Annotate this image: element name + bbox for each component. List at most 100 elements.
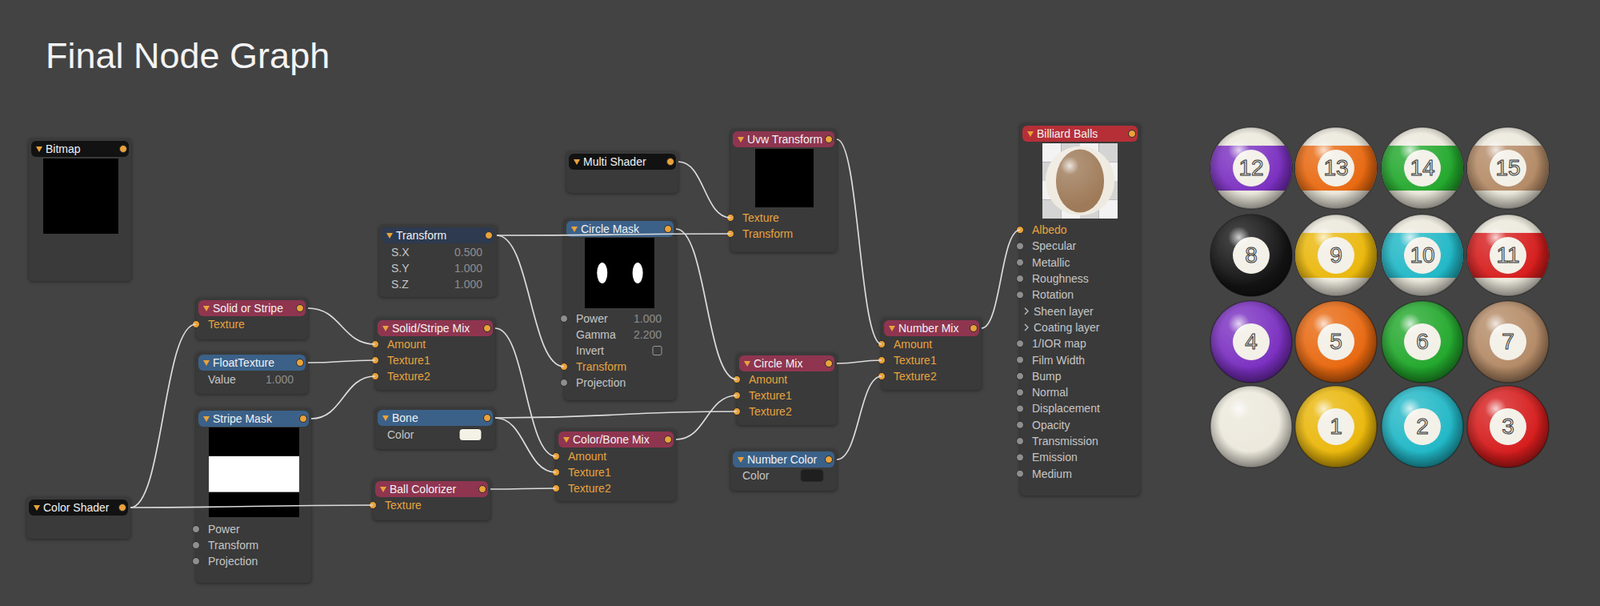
- billiard-ball: [1381, 214, 1464, 296]
- ball-number: 13: [1312, 153, 1360, 183]
- output-socket: [825, 456, 833, 464]
- input-socket: [192, 541, 200, 549]
- node-title: Bitmap: [45, 140, 81, 157]
- node-header-bar: [566, 220, 674, 237]
- ball-highlight: [1210, 300, 1292, 383]
- node-title: Transform: [396, 227, 447, 244]
- wire: [836, 360, 882, 364]
- ball-number: 10: [1398, 240, 1447, 270]
- port-label: Sheen layer: [1033, 304, 1094, 319]
- collapse-triangle: [888, 325, 896, 332]
- preview-background: [584, 237, 655, 308]
- preview-image: [755, 148, 814, 208]
- input-socket: [372, 356, 380, 364]
- ball-body: [1295, 300, 1377, 383]
- shader-node: Ball ColorizerTexture: [372, 478, 491, 520]
- node-header-bar: [198, 354, 306, 371]
- shader-node: Billiard BallsAlbedoSpecularMetallicRoug…: [1020, 123, 1140, 496]
- node-title: Multi Shader: [583, 153, 647, 170]
- ball-number: 7: [1484, 327, 1532, 356]
- port-label: Roughness: [1032, 271, 1089, 286]
- param-value: 1.000: [454, 260, 483, 276]
- port-label: Rotation: [1032, 287, 1074, 302]
- ball-body: [1210, 385, 1292, 468]
- collapse-triangle: [33, 504, 40, 511]
- preview-background: [208, 427, 300, 517]
- node-header-bar: [377, 320, 493, 336]
- billiard-ball: [1295, 300, 1377, 383]
- wire: [311, 376, 376, 419]
- color-swatch: [459, 428, 482, 441]
- port-label: Coating layer: [1033, 320, 1100, 335]
- port-label: Projection: [208, 553, 258, 568]
- ball-highlight: [1467, 127, 1549, 209]
- preview-stripe: [208, 456, 300, 492]
- port-label: Color: [387, 427, 414, 442]
- preview-image: [208, 427, 300, 517]
- billiard-ball: [1467, 385, 1549, 468]
- input-socket: [1016, 404, 1024, 412]
- input-socket: [369, 501, 377, 509]
- port-label: Invert: [576, 343, 604, 358]
- node-title: Color/Bone Mix: [572, 431, 650, 448]
- billiard-ball: [1467, 127, 1549, 209]
- diagram-title: Final Node Graph: [45, 35, 330, 77]
- input-socket: [733, 408, 741, 416]
- preview-ball: [1045, 146, 1115, 216]
- collapse-triangle: [380, 486, 387, 492]
- output-socket: [296, 304, 304, 312]
- port-label: Value: [208, 372, 236, 387]
- shader-node: Number MixAmountTexture1Texture2: [881, 317, 982, 390]
- port-label: Texture2: [748, 404, 792, 419]
- ball-number: 9: [1312, 240, 1360, 270]
- ball-shading: [1467, 214, 1549, 296]
- node-header-bar: [568, 153, 676, 170]
- ball-highlight: [1467, 214, 1549, 296]
- shader-node: Circle MixAmountTexture1Texture2: [736, 352, 837, 425]
- ball-shading: [1467, 300, 1549, 383]
- output-socket: [120, 145, 128, 153]
- wire: [981, 229, 1020, 328]
- node-graphics: [28, 138, 132, 281]
- wire: [496, 235, 564, 367]
- collapse-triangle: [203, 305, 210, 312]
- ball-body: [1467, 385, 1549, 468]
- node-title: Number Color: [747, 451, 817, 468]
- node-title: Billiard Balls: [1036, 125, 1098, 142]
- output-socket: [300, 415, 308, 423]
- billiard-ball: [1381, 300, 1464, 383]
- port-label: Texture1: [748, 388, 792, 403]
- shader-node: Solid or StripeTexture: [196, 297, 308, 340]
- port-label: Texture2: [568, 480, 612, 496]
- ball-body: [1295, 127, 1377, 209]
- billiard-ball: [1210, 214, 1292, 296]
- input-socket: [372, 372, 380, 380]
- input-socket: [560, 315, 568, 323]
- port-label: Texture1: [387, 352, 431, 368]
- ball-shading: [1210, 127, 1292, 209]
- color-swatch: [800, 469, 824, 482]
- param-value: 2.200: [633, 327, 662, 342]
- port-label: Metallic: [1032, 255, 1070, 270]
- input-socket: [1016, 242, 1024, 250]
- port-label: Texture: [208, 316, 245, 332]
- input-socket: [1016, 226, 1024, 234]
- port-label: Power: [208, 521, 240, 536]
- preview-highlight: [1045, 146, 1115, 216]
- collapse-triangle: [1027, 131, 1034, 137]
- port-label: Power: [576, 311, 608, 326]
- port-label: Texture2: [893, 368, 937, 384]
- ball-shading: [1210, 214, 1292, 296]
- output-socket: [667, 158, 675, 166]
- port-label: Displacement: [1032, 400, 1100, 416]
- billiard-ball: [1381, 127, 1464, 209]
- param-value: 1.000: [265, 372, 294, 387]
- port-label: Albedo: [1032, 222, 1068, 237]
- ball-number: 6: [1398, 327, 1447, 356]
- node-title: Number Mix: [898, 320, 959, 336]
- port-label: S.Y: [391, 260, 410, 276]
- collapse-triangle: [203, 360, 210, 366]
- port-label: Specular: [1032, 238, 1076, 253]
- input-socket: [1016, 258, 1024, 266]
- port-label: S.X: [391, 244, 410, 260]
